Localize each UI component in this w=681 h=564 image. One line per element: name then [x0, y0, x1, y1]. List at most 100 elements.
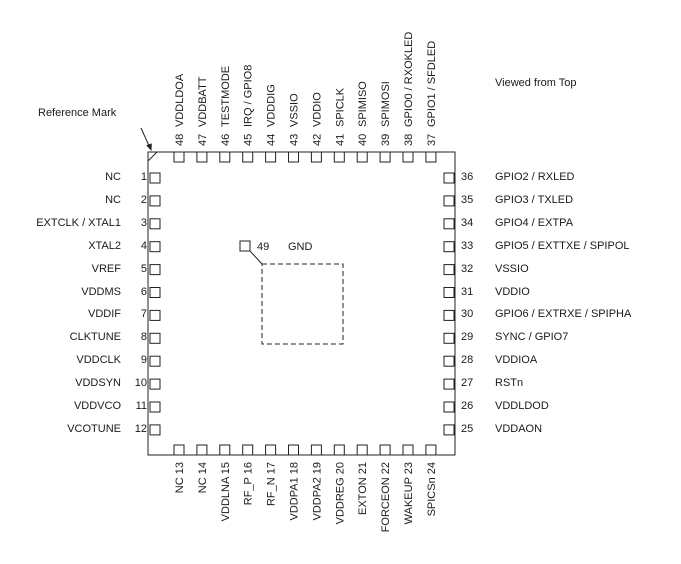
- pin-label-36: GPIO2 / RXLED: [495, 171, 575, 183]
- pin-number-32: 32: [461, 262, 474, 275]
- pin-pad-43: [288, 151, 299, 163]
- pin-label-27: RSTn: [495, 377, 524, 390]
- pin-pad-41: [333, 151, 345, 163]
- pin-pad-30: [443, 309, 455, 321]
- pin-number-5: 5: [140, 262, 147, 275]
- pin-number-43: 43: [289, 134, 301, 146]
- pin-number-38: 38: [403, 134, 415, 146]
- pin-label-14: NC 14: [197, 462, 209, 493]
- pin-label-12: VCOTUNE: [67, 422, 121, 435]
- pin-49-name: GND: [288, 241, 313, 253]
- pin-label-38: GPIO0 / RXOKLED: [403, 32, 415, 127]
- pin-pad-1: [149, 172, 161, 184]
- pin-number-40: 40: [357, 134, 369, 146]
- pin-label-1: NC: [105, 171, 121, 183]
- pin-number-33: 33: [461, 239, 474, 252]
- pin-label-24: SPICSn 24: [426, 462, 438, 516]
- pin-number-44: 44: [266, 134, 278, 146]
- pin-number-11: 11: [135, 400, 147, 412]
- pin-pad-44: [265, 151, 277, 163]
- reference-mark-arrowhead: [146, 143, 152, 151]
- pin-label-33: GPIO5 / EXTTXE / SPIPOL: [495, 239, 630, 252]
- pin-pad-23: [402, 444, 414, 456]
- pin-pad-34: [443, 218, 455, 230]
- pin-label-47: VDDBATT: [197, 76, 209, 127]
- pin-pad-24: [425, 444, 437, 456]
- pin-pad-29: [443, 332, 455, 344]
- pin-label-4: XTAL2: [88, 239, 121, 252]
- pin-pad-9: [149, 355, 161, 367]
- pin-pad-20: [333, 444, 345, 456]
- pin-number-4: 4: [140, 239, 147, 252]
- pin-pad-37: [425, 151, 437, 163]
- pin-label-22: FORCEON 22: [380, 462, 392, 532]
- pin-label-40: SPIMISO: [357, 81, 369, 127]
- pin-pad-22: [379, 444, 391, 456]
- pin-label-3: EXTCLK / XTAL1: [36, 216, 121, 229]
- pin-pad-26: [443, 401, 455, 413]
- pin-label-25: VDDAON: [495, 422, 543, 435]
- pin-49-leader: [249, 250, 263, 265]
- pin-number-46: 46: [220, 134, 232, 146]
- package-body: [147, 151, 456, 456]
- pin-pad-47: [196, 151, 208, 163]
- pin-number-10: 10: [134, 377, 147, 390]
- pin-pad-25: [443, 424, 455, 436]
- pin-label-35: GPIO3 / TXLED: [495, 193, 574, 206]
- pin-number-41: 41: [334, 134, 346, 146]
- pin-label-34: GPIO4 / EXTPA: [495, 216, 574, 229]
- pin-pad-45: [242, 151, 254, 163]
- pin-label-31: VDDIO: [495, 285, 530, 298]
- pin-pad-21: [356, 444, 368, 456]
- pin-number-29: 29: [461, 331, 474, 344]
- pin-pad-19: [310, 444, 322, 456]
- pin-pad-27: [443, 378, 455, 390]
- pin-label-7: VDDIF: [88, 308, 121, 321]
- pin-label-11: VDDVCO: [73, 400, 121, 412]
- pin-label-45: IRQ / GPIO8: [243, 65, 255, 127]
- pin-pad-14: [196, 444, 208, 456]
- pin-label-6: VDDMS: [81, 285, 121, 298]
- pin-label-8: CLKTUNE: [69, 331, 121, 344]
- pin-number-39: 39: [380, 134, 392, 146]
- pin-label-21: EXTON 21: [357, 462, 369, 515]
- pin-number-47: 47: [197, 134, 209, 146]
- pin-number-9: 9: [140, 354, 147, 367]
- pin-pad-8: [149, 332, 161, 344]
- pin-label-37: GPIO1 / SFDLED: [426, 41, 438, 127]
- view-note: Viewed from Top: [495, 77, 577, 89]
- pin-number-30: 30: [461, 308, 474, 321]
- pin-label-28: VDDIOA: [495, 354, 538, 367]
- pin-number-2: 2: [140, 193, 147, 206]
- pin-label-15: VDDLNA 15: [220, 462, 232, 521]
- pin-pad-40: [356, 151, 368, 163]
- reference-mark-notch: [147, 151, 158, 162]
- pin-number-48: 48: [174, 134, 186, 146]
- pin-pad-46: [219, 151, 231, 163]
- pin-pad-13: [173, 444, 185, 456]
- pin-pad-48: [173, 151, 185, 163]
- pin-label-46: TESTMODE: [220, 66, 232, 127]
- pin-label-32: VSSIO: [495, 262, 529, 275]
- pin-pad-33: [443, 241, 455, 253]
- pin-number-1: 1: [140, 171, 147, 183]
- pin-label-23: WAKEUP 23: [403, 462, 415, 524]
- pin-number-37: 37: [426, 134, 438, 146]
- pin-number-36: 36: [461, 171, 474, 183]
- pin-label-5: VREF: [91, 262, 121, 275]
- pin-pad-11: [149, 401, 161, 413]
- pin-pad-6: [149, 287, 161, 298]
- pin-pad-16: [242, 444, 254, 456]
- pin-number-27: 27: [461, 377, 474, 390]
- pin-pad-17: [265, 444, 277, 456]
- pin-pad-35: [443, 195, 455, 207]
- pin-label-2: NC: [105, 193, 121, 206]
- pin-label-9: VDDCLK: [76, 354, 121, 367]
- pin-label-18: VDDPA1 18: [289, 462, 301, 521]
- pin-number-8: 8: [140, 331, 147, 344]
- pin-pad-38: [402, 151, 414, 163]
- exposed-pad-outline: [261, 263, 344, 345]
- pin-label-26: VDDLDOD: [495, 400, 549, 412]
